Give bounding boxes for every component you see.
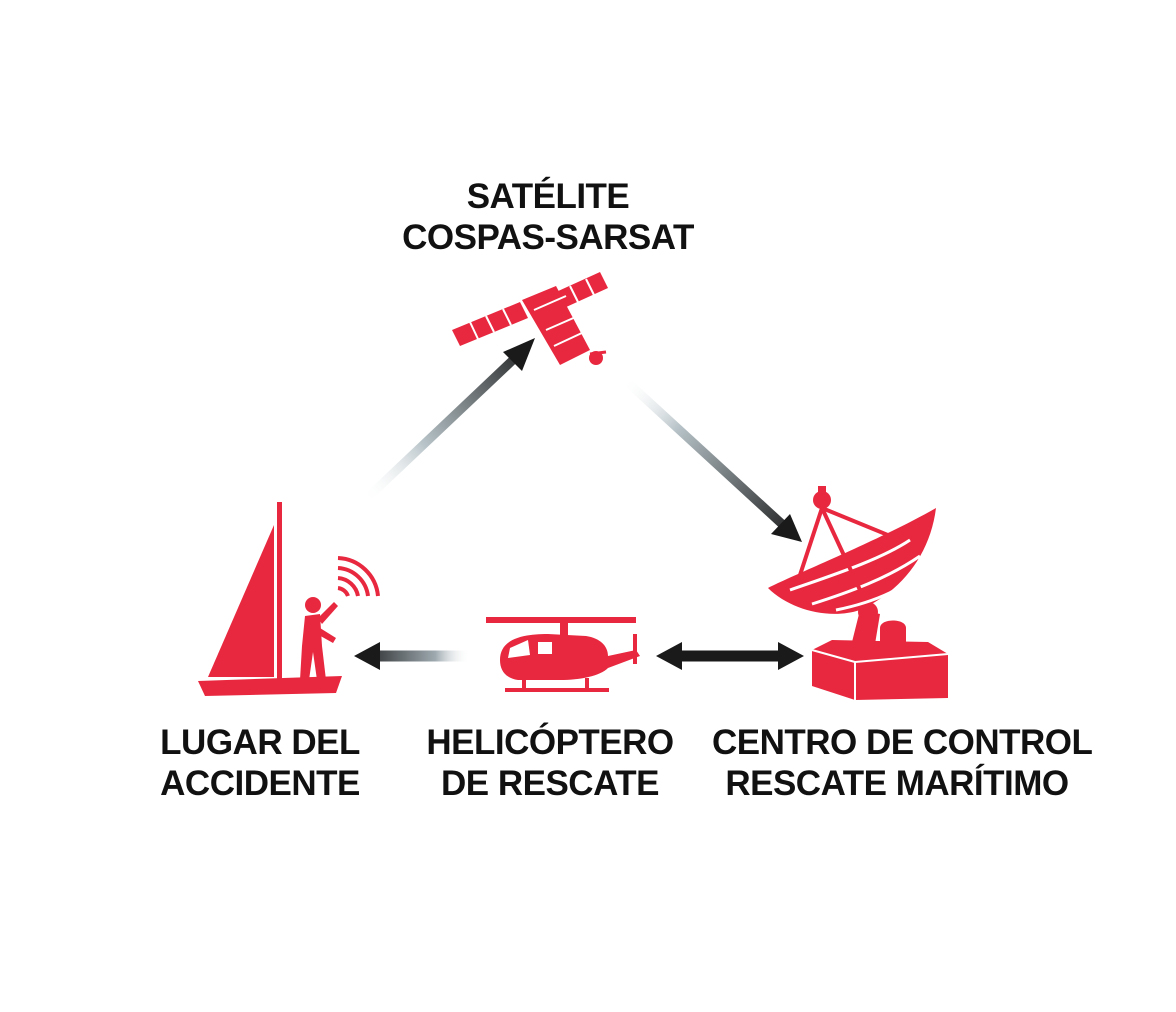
- label-accident-site: LUGAR DEL ACCIDENTE: [140, 722, 380, 804]
- label-control-line2: RESCATE MARÍTIMO: [725, 764, 1069, 803]
- label-accident-line2: ACCIDENTE: [160, 764, 360, 803]
- satellite-dish-icon: [768, 486, 949, 700]
- label-control-center: CENTRO DE CONTROL RESCATE MARÍTIMO: [712, 722, 1093, 804]
- sailboat-icon: [198, 502, 380, 696]
- label-helicopter-line2: DE RESCATE: [441, 764, 660, 803]
- label-helicopter-line1: HELICÓPTERO: [426, 723, 674, 762]
- arrow-to-satellite: [360, 338, 535, 505]
- label-satellite-line1: SATÉLITE: [466, 177, 630, 216]
- label-satellite: SATÉLITE COSPAS-SARSAT: [388, 176, 708, 258]
- label-control-line1: CENTRO DE CONTROL: [712, 723, 1093, 762]
- helicopter-icon: [486, 617, 640, 692]
- satellite-icon: [452, 272, 608, 365]
- label-rescue-helicopter: HELICÓPTERO DE RESCATE: [405, 722, 695, 804]
- label-satellite-line2: COSPAS-SARSAT: [402, 218, 694, 257]
- arrow-to-control-center: [620, 375, 802, 542]
- label-accident-line1: LUGAR DEL: [160, 723, 360, 762]
- arrow-helicopter-control: [656, 642, 804, 670]
- arrow-to-accident: [354, 642, 476, 670]
